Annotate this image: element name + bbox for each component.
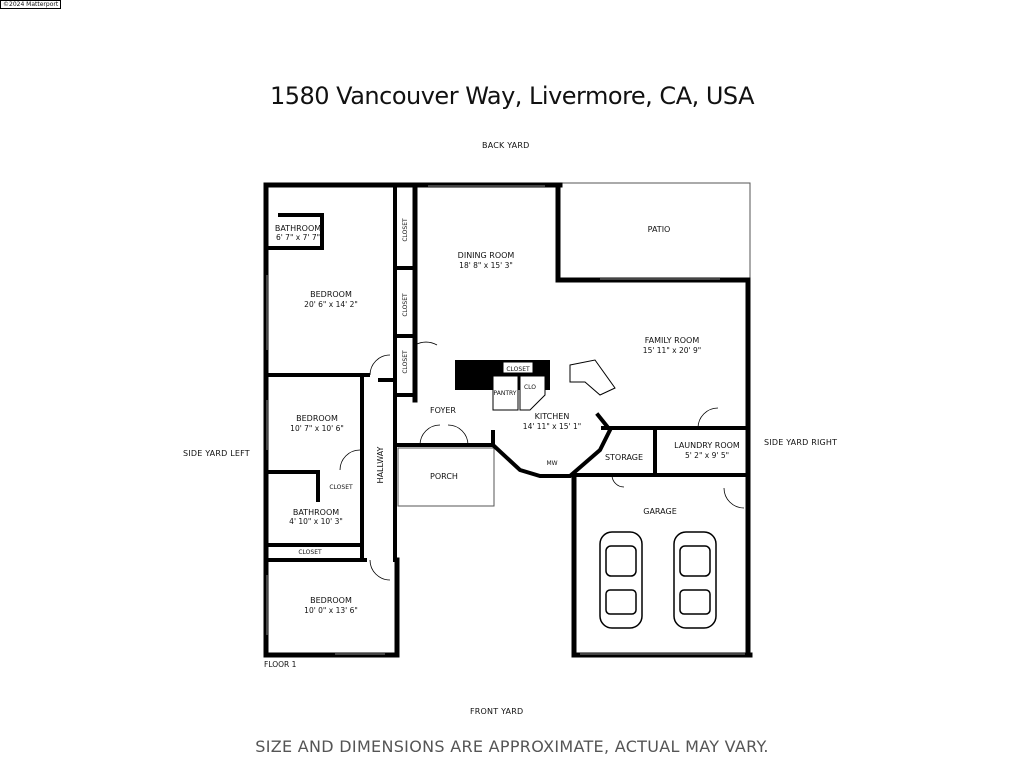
bathroom-2-dims: 4' 10" x 10' 3" <box>289 517 343 526</box>
patio-label: PATIO <box>648 225 671 234</box>
exterior-walls <box>263 182 753 658</box>
page-title: 1580 Vancouver Way, Livermore, CA, USA <box>269 82 755 110</box>
family-dims: 15' 11" x 20' 9" <box>643 346 701 355</box>
clo-label: CLO <box>524 384 536 391</box>
closet-label-3: CLOSET <box>402 350 409 374</box>
kitchen-closet <box>502 361 534 374</box>
bedroom-master-dims: 20' 6" x 14' 2" <box>304 300 358 309</box>
storage-label: STORAGE <box>605 453 643 462</box>
side-yard-right-label: SIDE YARD RIGHT <box>764 438 838 447</box>
mw-label: MW <box>546 460 557 467</box>
floor-label: FLOOR 1 <box>264 660 297 669</box>
doors <box>339 341 745 581</box>
porch-area <box>397 447 495 507</box>
pantry-box <box>492 375 519 411</box>
car-right <box>673 531 717 629</box>
bedroom-3-dims: 10' 0" x 13' 6" <box>304 606 358 615</box>
clo-box <box>519 375 546 411</box>
closet-label-kitchen: CLOSET <box>506 366 530 373</box>
matterport-logo: ©2024 Matterport <box>0 0 62 9</box>
pantry-label: PANTRY <box>494 390 517 397</box>
interior-walls <box>264 183 750 562</box>
closet-label-hall: CLOSET <box>329 484 353 491</box>
closet-label-2: CLOSET <box>402 293 409 317</box>
front-yard-label: FRONT YARD <box>470 707 524 716</box>
disclaimer: SIZE AND DIMENSIONS ARE APPROXIMATE, ACT… <box>255 737 769 756</box>
kitchen-label: KITCHEN <box>535 412 570 421</box>
bedroom-2-dims: 10' 7" x 10' 6" <box>290 424 344 433</box>
laundry-dims: 5' 2" x 9' 5" <box>685 451 729 460</box>
dining-label: DINING ROOM <box>458 251 515 260</box>
kitchen-island <box>569 359 616 396</box>
family-label: FAMILY ROOM <box>645 336 700 345</box>
closet-label-1: CLOSET <box>402 218 409 242</box>
bedroom-3-label: BEDROOM <box>310 596 352 605</box>
bedroom-2-label: BEDROOM <box>296 414 338 423</box>
closet-label-bath2: CLOSET <box>298 549 322 556</box>
kitchen-dims: 14' 11" x 15' 1" <box>523 422 581 431</box>
bathroom-master-label: BATHROOM <box>275 224 321 233</box>
dining-dims: 18' 8" x 15' 3" <box>459 261 513 270</box>
hallway-label: HALLWAY <box>376 446 385 483</box>
car-left <box>599 531 643 629</box>
bathroom-master-dims: 6' 7" x 7' 7" <box>276 233 320 242</box>
bathroom-2-label: BATHROOM <box>293 508 339 517</box>
bedroom-master-label: BEDROOM <box>310 290 352 299</box>
side-yard-left-label: SIDE YARD LEFT <box>183 449 250 458</box>
foyer-label: FOYER <box>430 406 456 415</box>
laundry-label: LAUNDRY ROOM <box>674 441 740 450</box>
porch-label: PORCH <box>430 472 458 481</box>
back-yard-label: BACK YARD <box>482 141 530 150</box>
garage-label: GARAGE <box>643 507 677 516</box>
windows <box>266 185 745 655</box>
